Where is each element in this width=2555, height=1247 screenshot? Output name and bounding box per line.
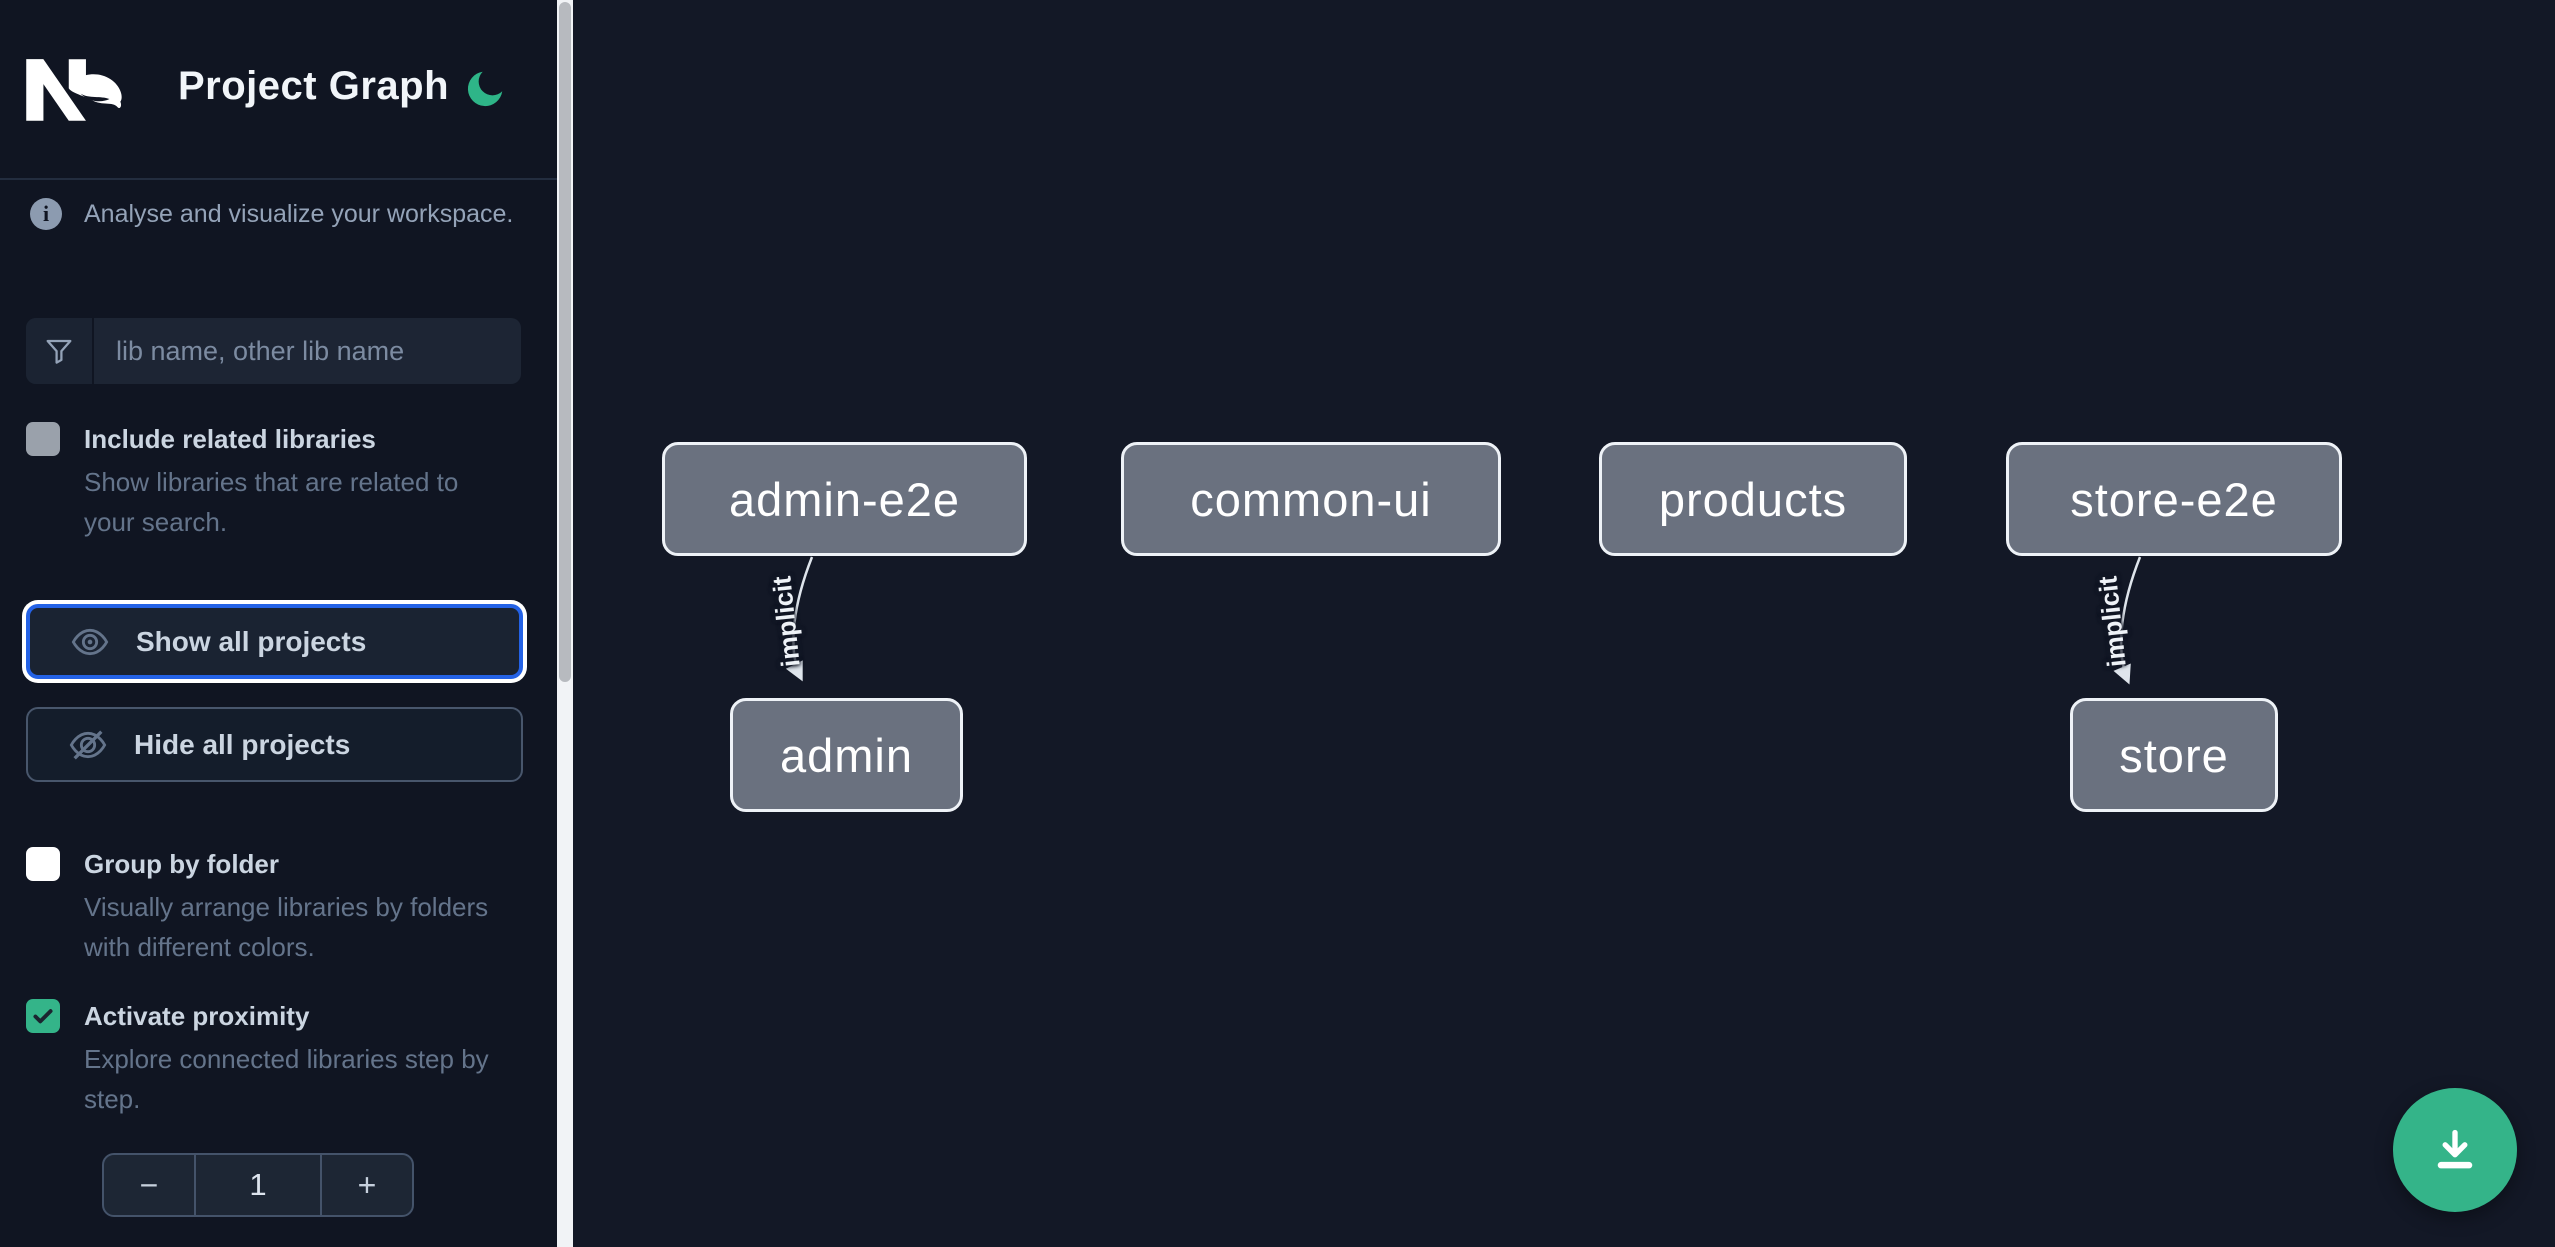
activate-proximity-checkbox[interactable]: [26, 999, 60, 1033]
option-include-related[interactable]: Include related libraries Show libraries…: [26, 420, 514, 542]
show-all-projects-label: Show all projects: [136, 625, 367, 657]
tagline-row: i Analyse and visualize your workspace.: [30, 198, 513, 230]
hide-all-projects-label: Hide all projects: [134, 728, 351, 760]
include-related-text: Include related libraries Show libraries…: [84, 420, 514, 542]
nx-logo: [26, 59, 122, 121]
activate-proximity-text: Activate proximity Explore connected lib…: [84, 997, 514, 1119]
info-icon: i: [30, 198, 62, 230]
graph-edges: [785, 556, 2142, 685]
group-by-folder-label: Group by folder: [84, 849, 279, 879]
checkmark-icon: [33, 1009, 53, 1024]
search-box: [26, 318, 521, 384]
include-related-label: Include related libraries: [84, 424, 376, 454]
graph-canvas[interactable]: admin-e2e common-ui products store-e2e a…: [573, 0, 2555, 1247]
edge-label-implicit: implicit: [2092, 574, 2132, 669]
group-by-folder-text: Group by folder Visually arrange librari…: [84, 845, 514, 967]
node-admin-e2e[interactable]: admin-e2e: [662, 442, 1027, 556]
hide-all-projects-button[interactable]: Hide all projects: [26, 707, 523, 782]
download-icon: [2437, 1129, 2473, 1169]
group-by-folder-checkbox[interactable]: [26, 847, 60, 881]
group-by-folder-desc: Visually arrange libraries by folders wi…: [84, 892, 489, 962]
option-group-by-folder[interactable]: Group by folder Visually arrange librari…: [26, 845, 514, 967]
node-store[interactable]: store: [2070, 698, 2278, 812]
decrement-button[interactable]: −: [139, 1166, 159, 1203]
proximity-depth-stepper: − 1 +: [102, 1153, 414, 1217]
activate-proximity-label: Activate proximity: [84, 1001, 310, 1031]
include-related-desc: Show libraries that are related to your …: [84, 467, 459, 537]
download-button[interactable]: [2393, 1088, 2517, 1212]
activate-proximity-desc: Explore connected libraries step by step…: [84, 1044, 489, 1114]
stepper-value[interactable]: 1: [194, 1155, 322, 1215]
eye-icon: [71, 628, 109, 655]
filter-icon: [26, 318, 94, 384]
page-title: Project Graph: [178, 64, 450, 108]
sidebar: Project Graph i Analyse and visualize yo…: [0, 0, 557, 1247]
increment-button[interactable]: +: [357, 1166, 377, 1203]
include-related-checkbox[interactable]: [26, 422, 60, 456]
eye-off-icon: [69, 729, 107, 760]
search-input[interactable]: [94, 318, 521, 384]
moon-icon[interactable]: [462, 66, 508, 112]
node-store-e2e[interactable]: store-e2e: [2006, 442, 2342, 556]
node-admin[interactable]: admin: [730, 698, 963, 812]
show-all-projects-button[interactable]: Show all projects: [26, 604, 523, 679]
tagline-text: Analyse and visualize your workspace.: [84, 199, 514, 228]
option-activate-proximity[interactable]: Activate proximity Explore connected lib…: [26, 997, 514, 1119]
edge-label-implicit: implicit: [766, 574, 806, 669]
sidebar-scrollbar-thumb[interactable]: [559, 2, 571, 682]
node-products[interactable]: products: [1599, 442, 1907, 556]
node-common-ui[interactable]: common-ui: [1121, 442, 1501, 556]
sidebar-header: Project Graph: [0, 0, 557, 180]
